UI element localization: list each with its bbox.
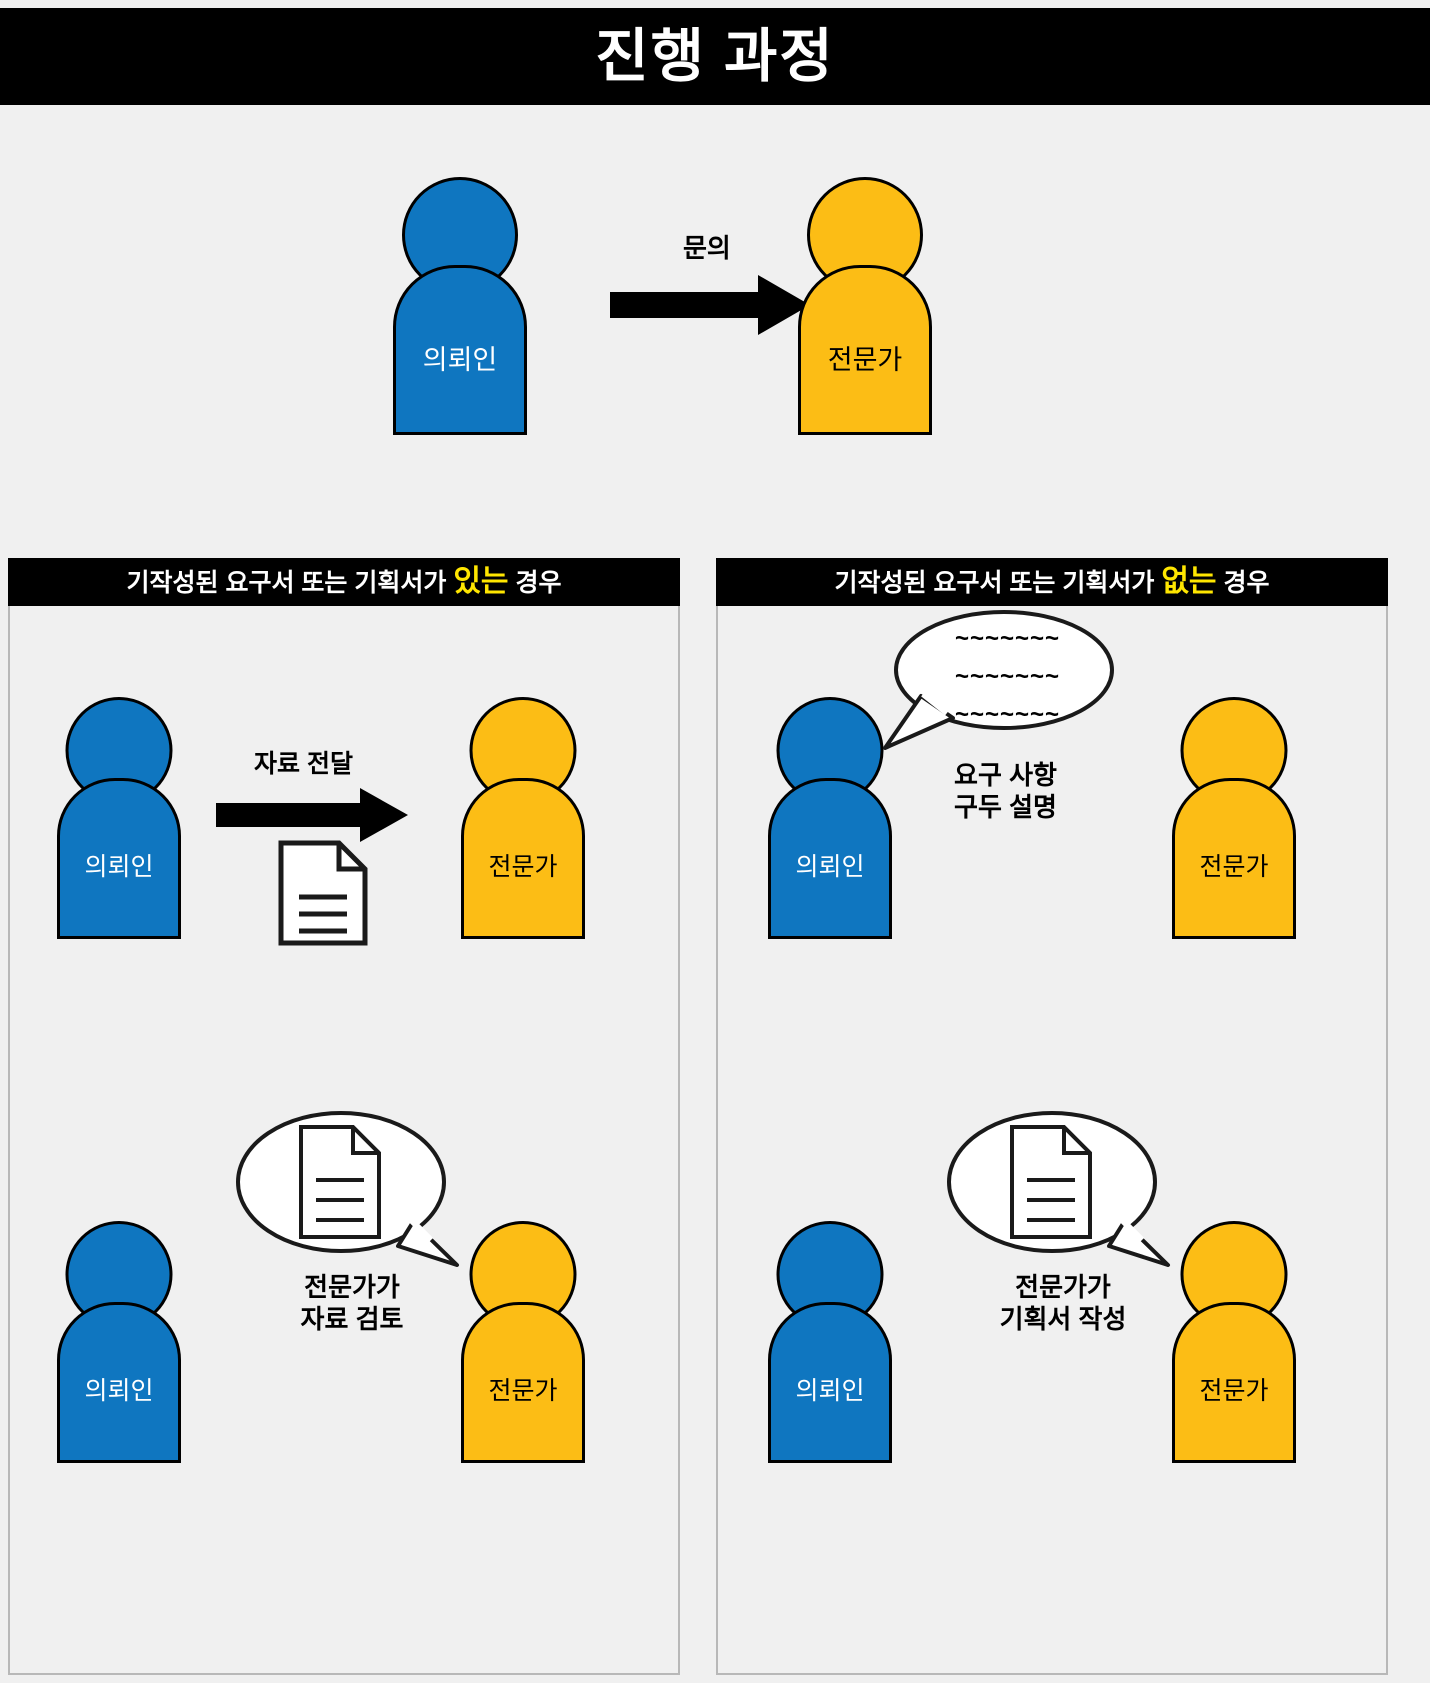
panel-header-suffix: 경우 (1223, 569, 1270, 597)
left-row1-client-label: 의뢰인 (84, 853, 154, 881)
panel-without-document-header: 기작성된 요구서 또는 기획서가 없는 경우 (716, 558, 1388, 606)
right-row1-caption: 요구 사항 구두 설명 (954, 760, 1057, 822)
right-row2-speech-bubble (946, 1110, 1171, 1270)
right-row1-client-label: 의뢰인 (795, 853, 865, 881)
left-row1-expert-figure: 전문가 (450, 697, 596, 939)
panel-header-highlight: 있는 (453, 565, 509, 598)
left-row2-client-label: 의뢰인 (84, 1377, 154, 1405)
left-row1-client-figure: 의뢰인 (46, 697, 192, 939)
page-title-banner: 진행 과정 (0, 8, 1430, 105)
intro-section: 의뢰인 문의 전문가 (0, 105, 1430, 530)
right-row1-expert-figure: 전문가 (1161, 697, 1307, 939)
arrow-shaft (610, 292, 762, 318)
right-row2-client-label: 의뢰인 (795, 1377, 865, 1405)
person-body: 전문가 (1172, 1302, 1296, 1463)
page-title: 진행 과정 (595, 23, 835, 89)
intro-client-figure: 의뢰인 (380, 177, 540, 435)
right-row1-speech-bubble: ~~~~~~~ ~~~~~~~ ~~~~~~~ (881, 608, 1116, 753)
person-body: 의뢰인 (57, 778, 181, 939)
intro-arrow-label: 문의 (683, 233, 731, 263)
arrow-head-icon (360, 788, 408, 842)
document-icon (1009, 1124, 1093, 1240)
panel-header-highlight: 없는 (1161, 565, 1217, 598)
panel-with-document: 기작성된 요구서 또는 기획서가 있는 경우 의뢰인 자료 전달 (8, 558, 680, 1675)
left-row1-expert-label: 전문가 (488, 853, 558, 881)
document-icon (277, 839, 369, 947)
left-row1-arrow-label: 자료 전달 (254, 750, 353, 778)
left-row2-expert-figure: 전문가 (450, 1221, 596, 1463)
panel-without-document: 기작성된 요구서 또는 기획서가 없는 경우 의뢰인 ~~~~~~~ ~~~~~… (716, 558, 1388, 1675)
left-row1-arrow (216, 788, 408, 842)
intro-expert-label: 전문가 (827, 345, 903, 375)
document-icon (298, 1124, 382, 1240)
intro-client-label: 의뢰인 (422, 345, 498, 375)
left-row2-expert-label: 전문가 (488, 1377, 558, 1405)
right-row1-client-figure: 의뢰인 (757, 697, 903, 939)
left-row2-client-figure: 의뢰인 (46, 1221, 192, 1463)
intro-arrow (610, 275, 810, 335)
arrow-shaft (216, 803, 363, 827)
person-body: 전문가 (1172, 778, 1296, 939)
person-body: 의뢰인 (768, 778, 892, 939)
panel-header-suffix: 경우 (515, 569, 562, 597)
person-body: 전문가 (798, 265, 932, 435)
panel-header-prefix: 기작성된 요구서 또는 기획서가 (126, 569, 447, 597)
panel-with-document-header: 기작성된 요구서 또는 기획서가 있는 경우 (8, 558, 680, 606)
right-row2-caption: 전문가가 기획서 작성 (999, 1272, 1127, 1334)
right-row2-expert-figure: 전문가 (1161, 1221, 1307, 1463)
right-row2-client-figure: 의뢰인 (757, 1221, 903, 1463)
person-body: 전문가 (461, 1302, 585, 1463)
person-body: 의뢰인 (57, 1302, 181, 1463)
person-body: 의뢰인 (393, 265, 527, 435)
person-body: 전문가 (461, 778, 585, 939)
panel-header-prefix: 기작성된 요구서 또는 기획서가 (834, 569, 1155, 597)
left-row2-caption: 전문가가 자료 검토 (300, 1272, 404, 1334)
left-row2-speech-bubble (235, 1110, 460, 1270)
person-body: 의뢰인 (768, 1302, 892, 1463)
intro-expert-figure: 전문가 (785, 177, 945, 435)
right-row1-expert-label: 전문가 (1199, 853, 1269, 881)
right-row2-expert-label: 전문가 (1199, 1377, 1269, 1405)
